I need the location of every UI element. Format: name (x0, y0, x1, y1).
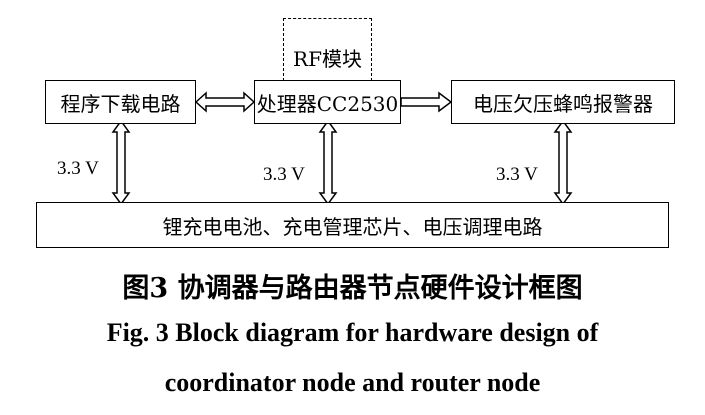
alarm-label: 电压欠压蜂鸣报警器 (473, 91, 653, 116)
power-label: 锂充电电池、充电管理芯片、电压调理电路 (162, 214, 543, 239)
processor-box: 处理器CC2530 (254, 80, 401, 124)
arrow-download-processor (194, 91, 256, 113)
arrow-power-alarm (553, 119, 573, 206)
voltage-label-processor: 3.3 V (263, 164, 305, 185)
block-diagram: RF模块 程序下载电路 处理器CC2530 电压欠压蜂鸣报警器 锂充电电池、充电… (36, 18, 675, 248)
arrow-processor-alarm (400, 91, 453, 113)
voltage-label-download: 3.3 V (57, 158, 99, 179)
download-circuit-label: 程序下载电路 (60, 91, 181, 116)
rf-module-box: RF模块 (283, 18, 372, 81)
download-circuit-box: 程序下载电路 (45, 80, 196, 124)
figure-caption-english-line1: Fig. 3 Block diagram for hardware design… (106, 318, 599, 347)
processor-label: 处理器CC2530 (256, 91, 399, 116)
voltage-label-alarm: 3.3 V (496, 164, 538, 185)
figure-caption-english-line2: coordinator node and router node (164, 368, 541, 397)
rf-module-label: RF模块 (293, 47, 362, 71)
alarm-box: 电压欠压蜂鸣报警器 (451, 80, 675, 124)
arrow-power-processor (318, 119, 338, 206)
figure-caption-chinese: 图3 协调器与路由器节点硬件设计框图 (122, 273, 583, 304)
power-box: 锂充电电池、充电管理芯片、电压调理电路 (36, 202, 669, 248)
arrow-power-download (111, 119, 131, 206)
